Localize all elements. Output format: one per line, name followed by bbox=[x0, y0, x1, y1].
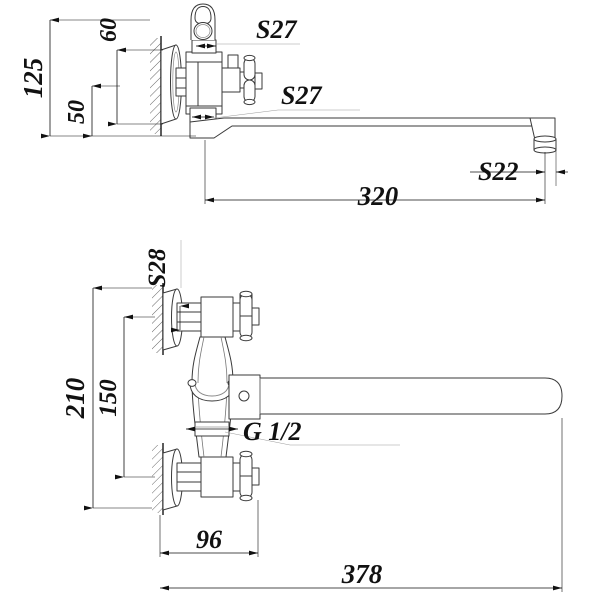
callout-label-s28: S28 bbox=[144, 248, 171, 287]
bottom-view-group bbox=[152, 283, 563, 515]
wall-section-top bbox=[150, 36, 162, 136]
dimension-labels: 125 60 50 320 S27 S27 S22 S28 210 150 G … bbox=[18, 15, 518, 589]
dim-50 bbox=[83, 83, 120, 139]
dim-320 bbox=[204, 140, 546, 204]
dim-210 bbox=[84, 285, 152, 511]
callout-label-s27-lower: S27 bbox=[281, 81, 322, 110]
dim-125 bbox=[41, 17, 196, 139]
callout-label-s22: S22 bbox=[478, 157, 518, 186]
dim-s28-leader bbox=[171, 240, 189, 333]
dim-378 bbox=[160, 418, 563, 592]
aerator-top bbox=[529, 117, 557, 154]
top-view-group bbox=[150, 3, 557, 154]
dim-s27-upper-leader bbox=[196, 43, 300, 49]
dim-label-96: 96 bbox=[196, 525, 222, 554]
top-view-dimensions bbox=[41, 17, 568, 204]
dim-label-50: 50 bbox=[64, 100, 90, 124]
bottom-view-dimensions bbox=[84, 240, 563, 592]
callout-label-g12: G 1/2 bbox=[243, 417, 302, 446]
dim-60 bbox=[108, 47, 163, 127]
dim-g12-leader bbox=[186, 426, 400, 446]
dim-label-60: 60 bbox=[96, 18, 122, 42]
dim-label-320: 320 bbox=[357, 181, 399, 211]
dim-96 bbox=[159, 500, 259, 557]
lower-valve-bottom bbox=[176, 450, 260, 502]
upper-valve-bottom bbox=[176, 290, 260, 342]
dim-label-125: 125 bbox=[18, 58, 48, 99]
shower-holder-top bbox=[190, 3, 216, 40]
dim-150 bbox=[115, 314, 155, 480]
callout-label-s27-upper: S27 bbox=[256, 15, 297, 44]
dim-label-150: 150 bbox=[95, 379, 122, 417]
spout-bottom bbox=[228, 374, 563, 420]
valve-handle-top bbox=[221, 54, 263, 106]
dim-label-378: 378 bbox=[341, 559, 383, 589]
dim-s27-lower-leader bbox=[192, 109, 360, 120]
dim-s22-leader bbox=[470, 150, 568, 186]
dim-label-210: 210 bbox=[60, 377, 90, 419]
spout-top bbox=[189, 117, 549, 139]
mixer-body-top bbox=[185, 39, 223, 123]
